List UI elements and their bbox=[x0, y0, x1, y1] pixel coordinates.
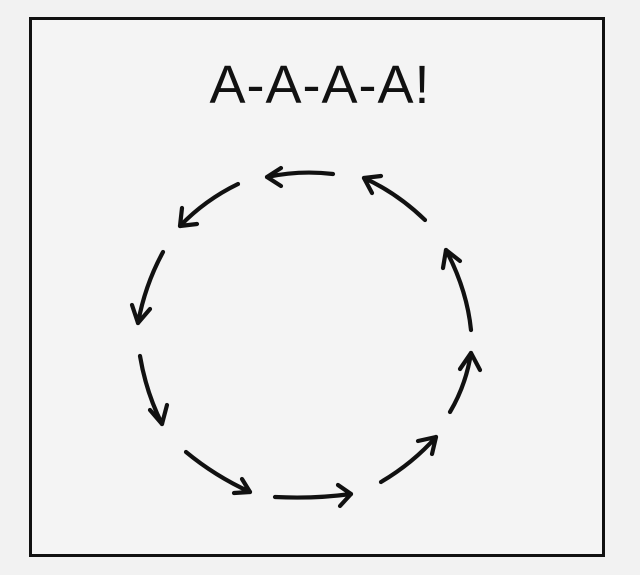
cycle-arrow-8 bbox=[447, 350, 483, 415]
cycle-arrow-3 bbox=[129, 249, 166, 326]
cycle-arrow-2 bbox=[177, 181, 241, 229]
cycle-arrow-9 bbox=[440, 247, 474, 333]
frame bbox=[29, 17, 605, 557]
cycle-arrow-4 bbox=[137, 353, 170, 427]
page-title: A-A-A-A! bbox=[209, 55, 431, 115]
cycle-arrow-10 bbox=[361, 173, 428, 223]
cycle-arrow-7 bbox=[378, 434, 439, 485]
cycle-arrow-6 bbox=[272, 482, 354, 509]
cycle-arrow-5 bbox=[183, 449, 253, 496]
cycle-arrow-1 bbox=[264, 165, 336, 189]
